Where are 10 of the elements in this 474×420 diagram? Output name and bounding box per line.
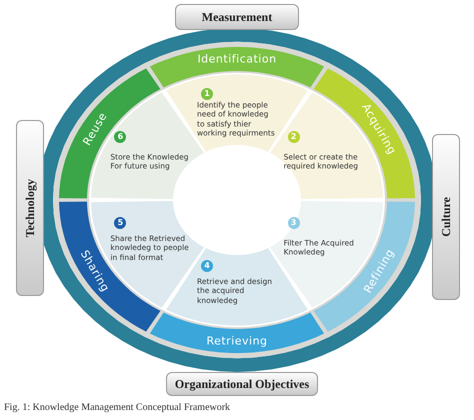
stage-band <box>149 46 325 88</box>
tab-label: Culture <box>432 134 460 300</box>
tab-label: Technology <box>16 120 44 296</box>
stage-label: Identification <box>197 52 277 66</box>
step-number: 3 <box>288 217 300 229</box>
stage-label: Retrieving <box>206 334 268 348</box>
tab-label: Measurement <box>175 4 299 30</box>
caption: Fig. 1: Knowledge Management Conceptual Framework <box>4 402 230 413</box>
stage-band <box>149 312 325 354</box>
tab-label: Organizational Objectives <box>166 372 318 396</box>
